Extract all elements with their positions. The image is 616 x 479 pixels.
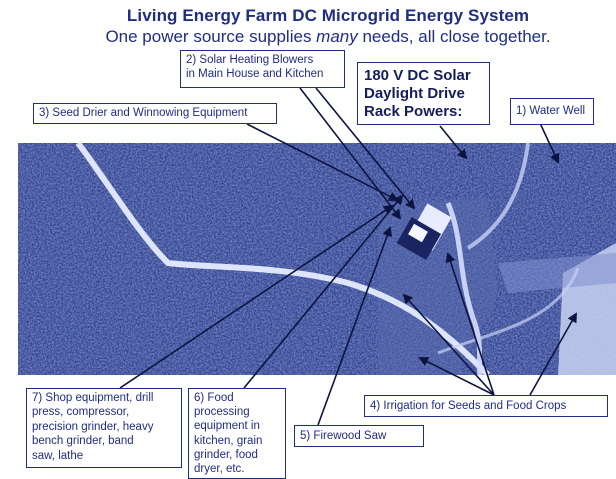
label-shop-line1: 7) Shop equipment, drill — [32, 392, 154, 404]
label-shop-equipment: 7) Shop equipment, drill press, compress… — [26, 388, 182, 468]
arrow-blowers-b — [315, 87, 416, 210]
label-shop-line3: precision grinder, heavy — [32, 420, 154, 433]
label-food-line1: 6) Food — [194, 392, 234, 404]
label-shop-line2: press, compressor, — [32, 406, 130, 419]
arrow-center — [439, 125, 468, 160]
page-title: Living Energy Farm DC Microgrid Energy S… — [126, 6, 530, 25]
label-seed-drier: 3) Seed Drier and Winnowing Equipment — [33, 103, 277, 124]
center-power-line3: Rack Powers: — [364, 103, 463, 120]
label-water-well-text: 1) Water Well — [516, 105, 586, 117]
label-food-processing: 6) Food processing equipment in kitchen,… — [188, 388, 286, 479]
arrow-blowers-a — [299, 87, 402, 220]
label-solar-blowers: 2) Solar Heating Blowers in Main House a… — [180, 50, 345, 88]
center-power-line1: 180 V DC Solar — [364, 67, 471, 84]
arrow-food — [243, 194, 404, 389]
label-firewood-text: 5) Firewood Saw — [300, 430, 387, 442]
label-shop-line4: bench grinder, band — [32, 435, 134, 448]
arrow-irrigation-b — [418, 357, 495, 396]
label-food-line6: dryer, etc. — [194, 463, 245, 476]
label-food-line3: equipment in — [194, 420, 260, 433]
subtitle-before: One power source supplies — [105, 27, 317, 46]
label-irrigation: 4) Irrigation for Seeds and Food Crops — [364, 395, 608, 417]
label-solar-blowers-line2: in Main House and Kitchen — [186, 68, 324, 80]
center-power-label: 180 V DC Solar Daylight Drive Rack Power… — [357, 62, 490, 125]
arrow-irrigation-d — [529, 312, 577, 396]
arrow-irrigation-a — [402, 293, 495, 396]
aerial-photo-graphic — [18, 143, 616, 375]
center-power-line2: Daylight Drive — [364, 85, 465, 102]
arrow-water-well — [539, 122, 560, 164]
arrow-shop — [119, 204, 394, 389]
arrow-irrigation-c — [445, 252, 495, 396]
label-water-well: 1) Water Well — [510, 98, 594, 125]
label-food-line5: grinder, food — [194, 448, 258, 461]
label-seed-drier-text: 3) Seed Drier and Winnowing Equipment — [39, 107, 248, 119]
label-firewood: 5) Firewood Saw — [294, 425, 424, 447]
label-irrigation-text: 4) Irrigation for Seeds and Food Crops — [370, 400, 567, 412]
page-subtitle: One power source supplies many needs, al… — [0, 27, 616, 47]
label-food-line2: processing — [194, 406, 250, 419]
label-shop-line5: saw, lathe — [32, 449, 84, 462]
aerial-photo — [18, 143, 616, 375]
arrow-seed-drier — [246, 123, 399, 201]
subtitle-after: needs, all close together. — [357, 27, 551, 46]
arrow-firewood — [317, 226, 392, 426]
label-solar-blowers-line1: 2) Solar Heating Blowers — [186, 54, 314, 66]
subtitle-emphasis: many — [316, 27, 358, 46]
label-food-line4: kitchen, grain — [194, 434, 263, 447]
